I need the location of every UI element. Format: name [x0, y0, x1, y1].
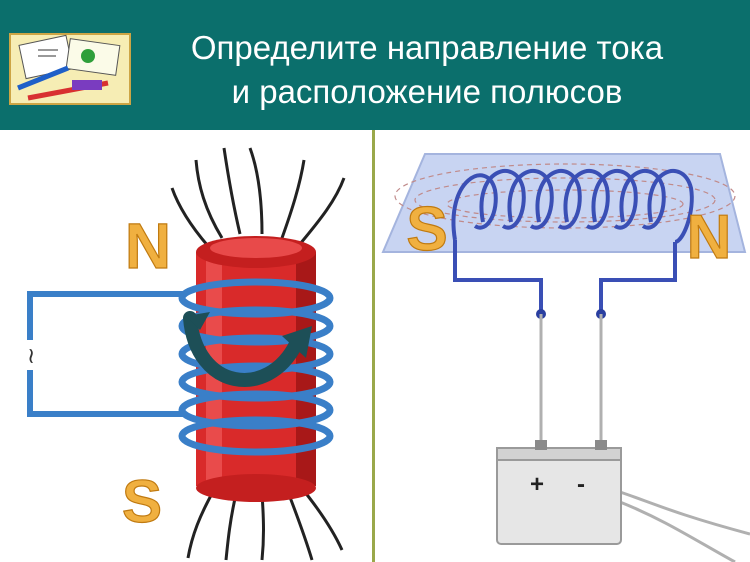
solenoid-leads — [453, 240, 677, 314]
right-pole-right-label: N — [687, 203, 732, 272]
title-line-1: Определите направление тока — [190, 29, 664, 66]
lead-wires — [27, 291, 186, 417]
ac-source-symbol: ~ — [18, 347, 43, 365]
battery — [496, 440, 622, 545]
clipart-logo-icon — [9, 33, 131, 105]
current-direction-arrow-icon — [183, 311, 312, 387]
battery-wires — [539, 314, 750, 562]
left-electromagnet-diagram: ~ N S — [18, 147, 346, 561]
right-pole-left-label: S — [406, 195, 447, 264]
left-pole-bottom-label: S — [122, 468, 162, 535]
panel-divider — [372, 130, 375, 562]
slide-header: Определите направление тока и расположен… — [0, 0, 750, 130]
field-lines-top — [170, 147, 346, 247]
right-solenoid-diagram: + - S N — [381, 153, 750, 562]
slide-title: Определите направление тока и расположен… — [132, 26, 722, 114]
left-pole-top-label: N — [125, 210, 171, 282]
title-line-2: и расположение полюсов — [231, 73, 623, 110]
solenoid-coil — [451, 169, 694, 244]
battery-minus-label: - — [577, 471, 585, 498]
battery-plus-label: + — [530, 471, 544, 498]
coil-winding — [178, 278, 334, 456]
